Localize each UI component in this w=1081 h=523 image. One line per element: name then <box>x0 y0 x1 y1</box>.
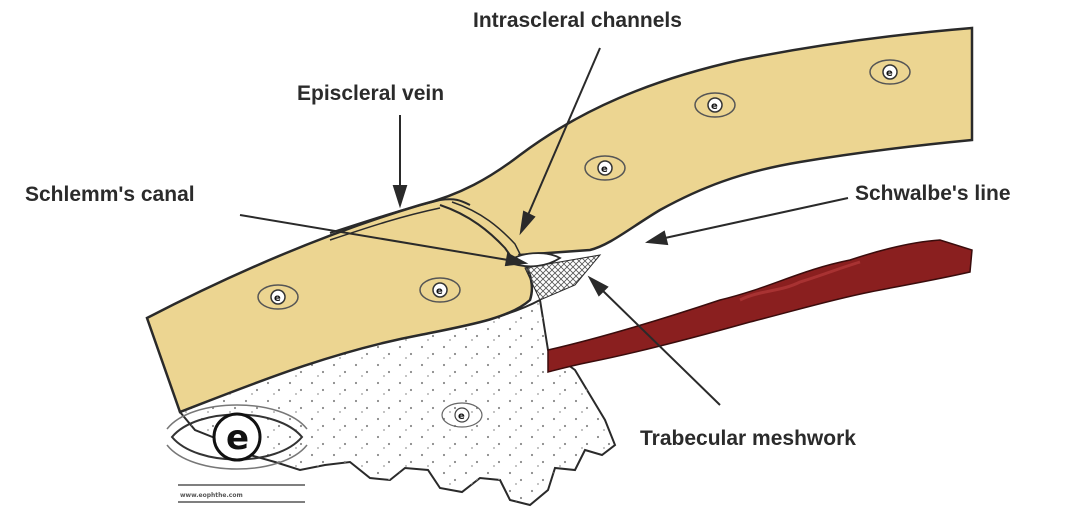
label-schlemms-canal: Schlemm's canal <box>25 183 195 206</box>
label-schwalbes-line: Schwalbe's line <box>855 182 1011 205</box>
svg-text:e: e <box>436 286 443 297</box>
label-intrascleral-channels: Intrascleral channels <box>473 9 682 32</box>
site-url: www.eophthe.com <box>180 492 243 499</box>
svg-text:e: e <box>886 68 893 79</box>
svg-text:e: e <box>711 101 718 112</box>
svg-text:e: e <box>601 164 608 175</box>
svg-text:e: e <box>274 293 281 304</box>
svg-text:e: e <box>458 411 465 422</box>
label-trabecular-meshwork: Trabecular meshwork <box>640 427 856 450</box>
svg-text:e: e <box>226 418 249 458</box>
iris <box>548 240 972 372</box>
label-episcleral-vein: Episcleral vein <box>297 82 444 105</box>
